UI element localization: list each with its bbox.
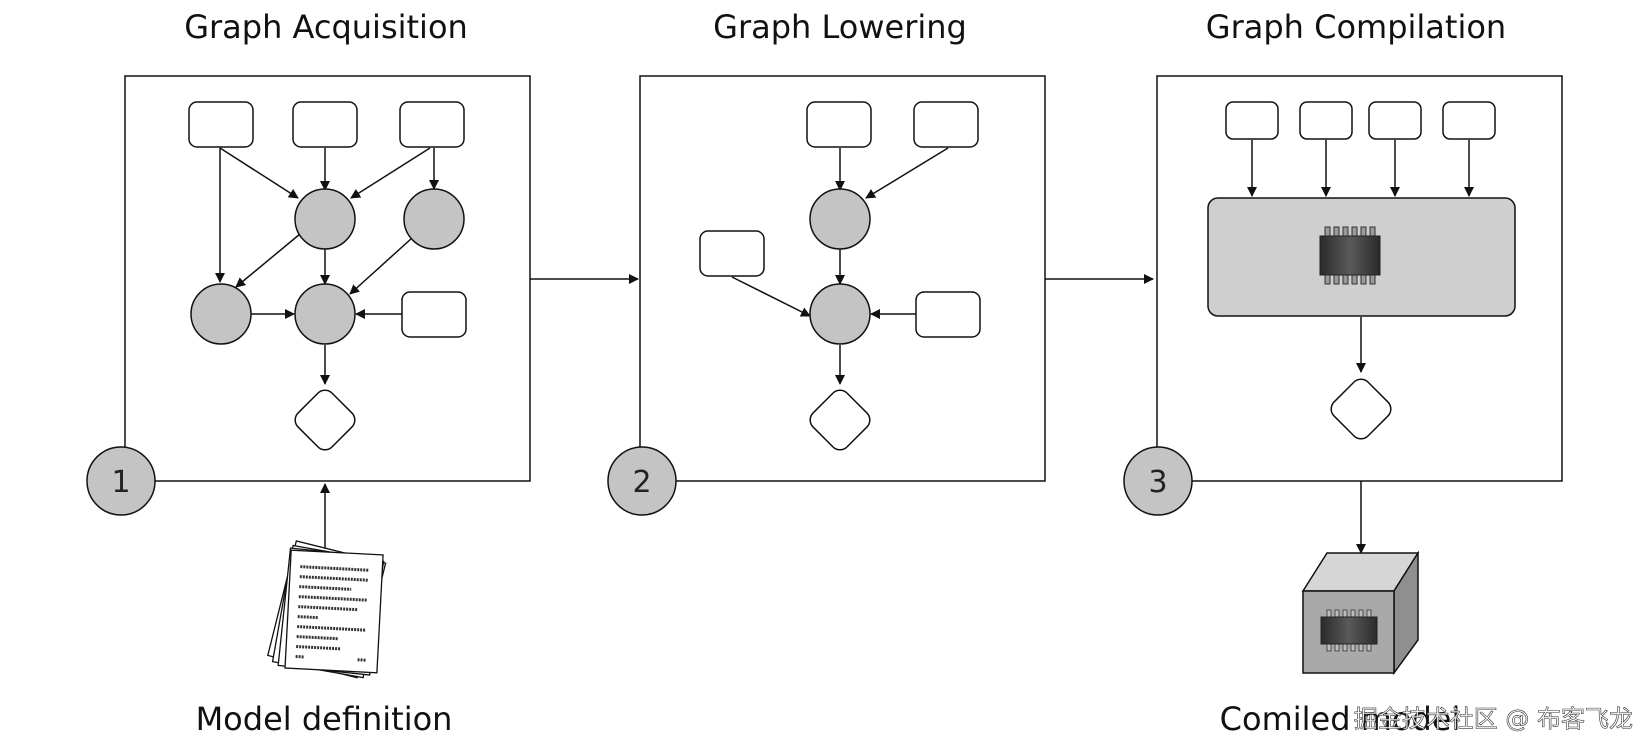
input-node <box>915 291 981 338</box>
chip-icon <box>1319 226 1381 285</box>
input-node <box>1225 101 1279 140</box>
input-node <box>188 101 254 148</box>
input-node <box>1442 101 1496 140</box>
input-node <box>401 291 467 338</box>
document-stack-icon <box>267 540 387 679</box>
stage-title-acquisition: Graph Acquisition <box>184 8 468 46</box>
input-node <box>292 101 358 148</box>
input-node <box>806 101 872 148</box>
op-node <box>294 188 356 250</box>
step-number-2: 2 <box>632 465 651 500</box>
op-node <box>809 188 871 250</box>
edge-arrow <box>219 147 299 199</box>
stage-2-panel: 2 <box>607 75 1046 516</box>
edge-arrow <box>865 147 949 199</box>
input-label: Model definition <box>196 700 453 738</box>
input-node <box>913 101 979 148</box>
edge-arrow <box>235 233 301 288</box>
step-number-3: 3 <box>1148 465 1167 500</box>
edge-arrow <box>731 276 811 317</box>
input-node <box>1368 101 1422 140</box>
output-diamond <box>1330 378 1392 440</box>
input-node <box>1299 101 1353 140</box>
op-node <box>403 188 465 250</box>
edge-arrow <box>350 147 431 199</box>
stage-3-panel: 3 <box>1123 75 1563 516</box>
op-node <box>190 283 252 345</box>
watermark: 掘金技术社区 @ 布客飞龙 <box>1354 705 1633 733</box>
step-badge-2 <box>607 446 677 516</box>
stage-1-panel: 1 <box>86 75 531 516</box>
output-label: Comiled model <box>1220 700 1461 738</box>
stage-title-compilation: Graph Compilation <box>1206 8 1506 46</box>
op-node <box>809 283 871 345</box>
output-diamond <box>809 389 871 451</box>
input-node <box>699 230 765 277</box>
step-number-1: 1 <box>111 465 130 500</box>
input-node <box>399 101 465 148</box>
compiled-model-cube-icon <box>1301 550 1420 676</box>
step-badge-3 <box>1123 446 1193 516</box>
step-badge-1 <box>86 446 156 516</box>
op-node <box>294 283 356 345</box>
output-diamond <box>294 389 356 451</box>
stage-title-lowering: Graph Lowering <box>713 8 967 46</box>
edge-arrow <box>349 237 413 295</box>
